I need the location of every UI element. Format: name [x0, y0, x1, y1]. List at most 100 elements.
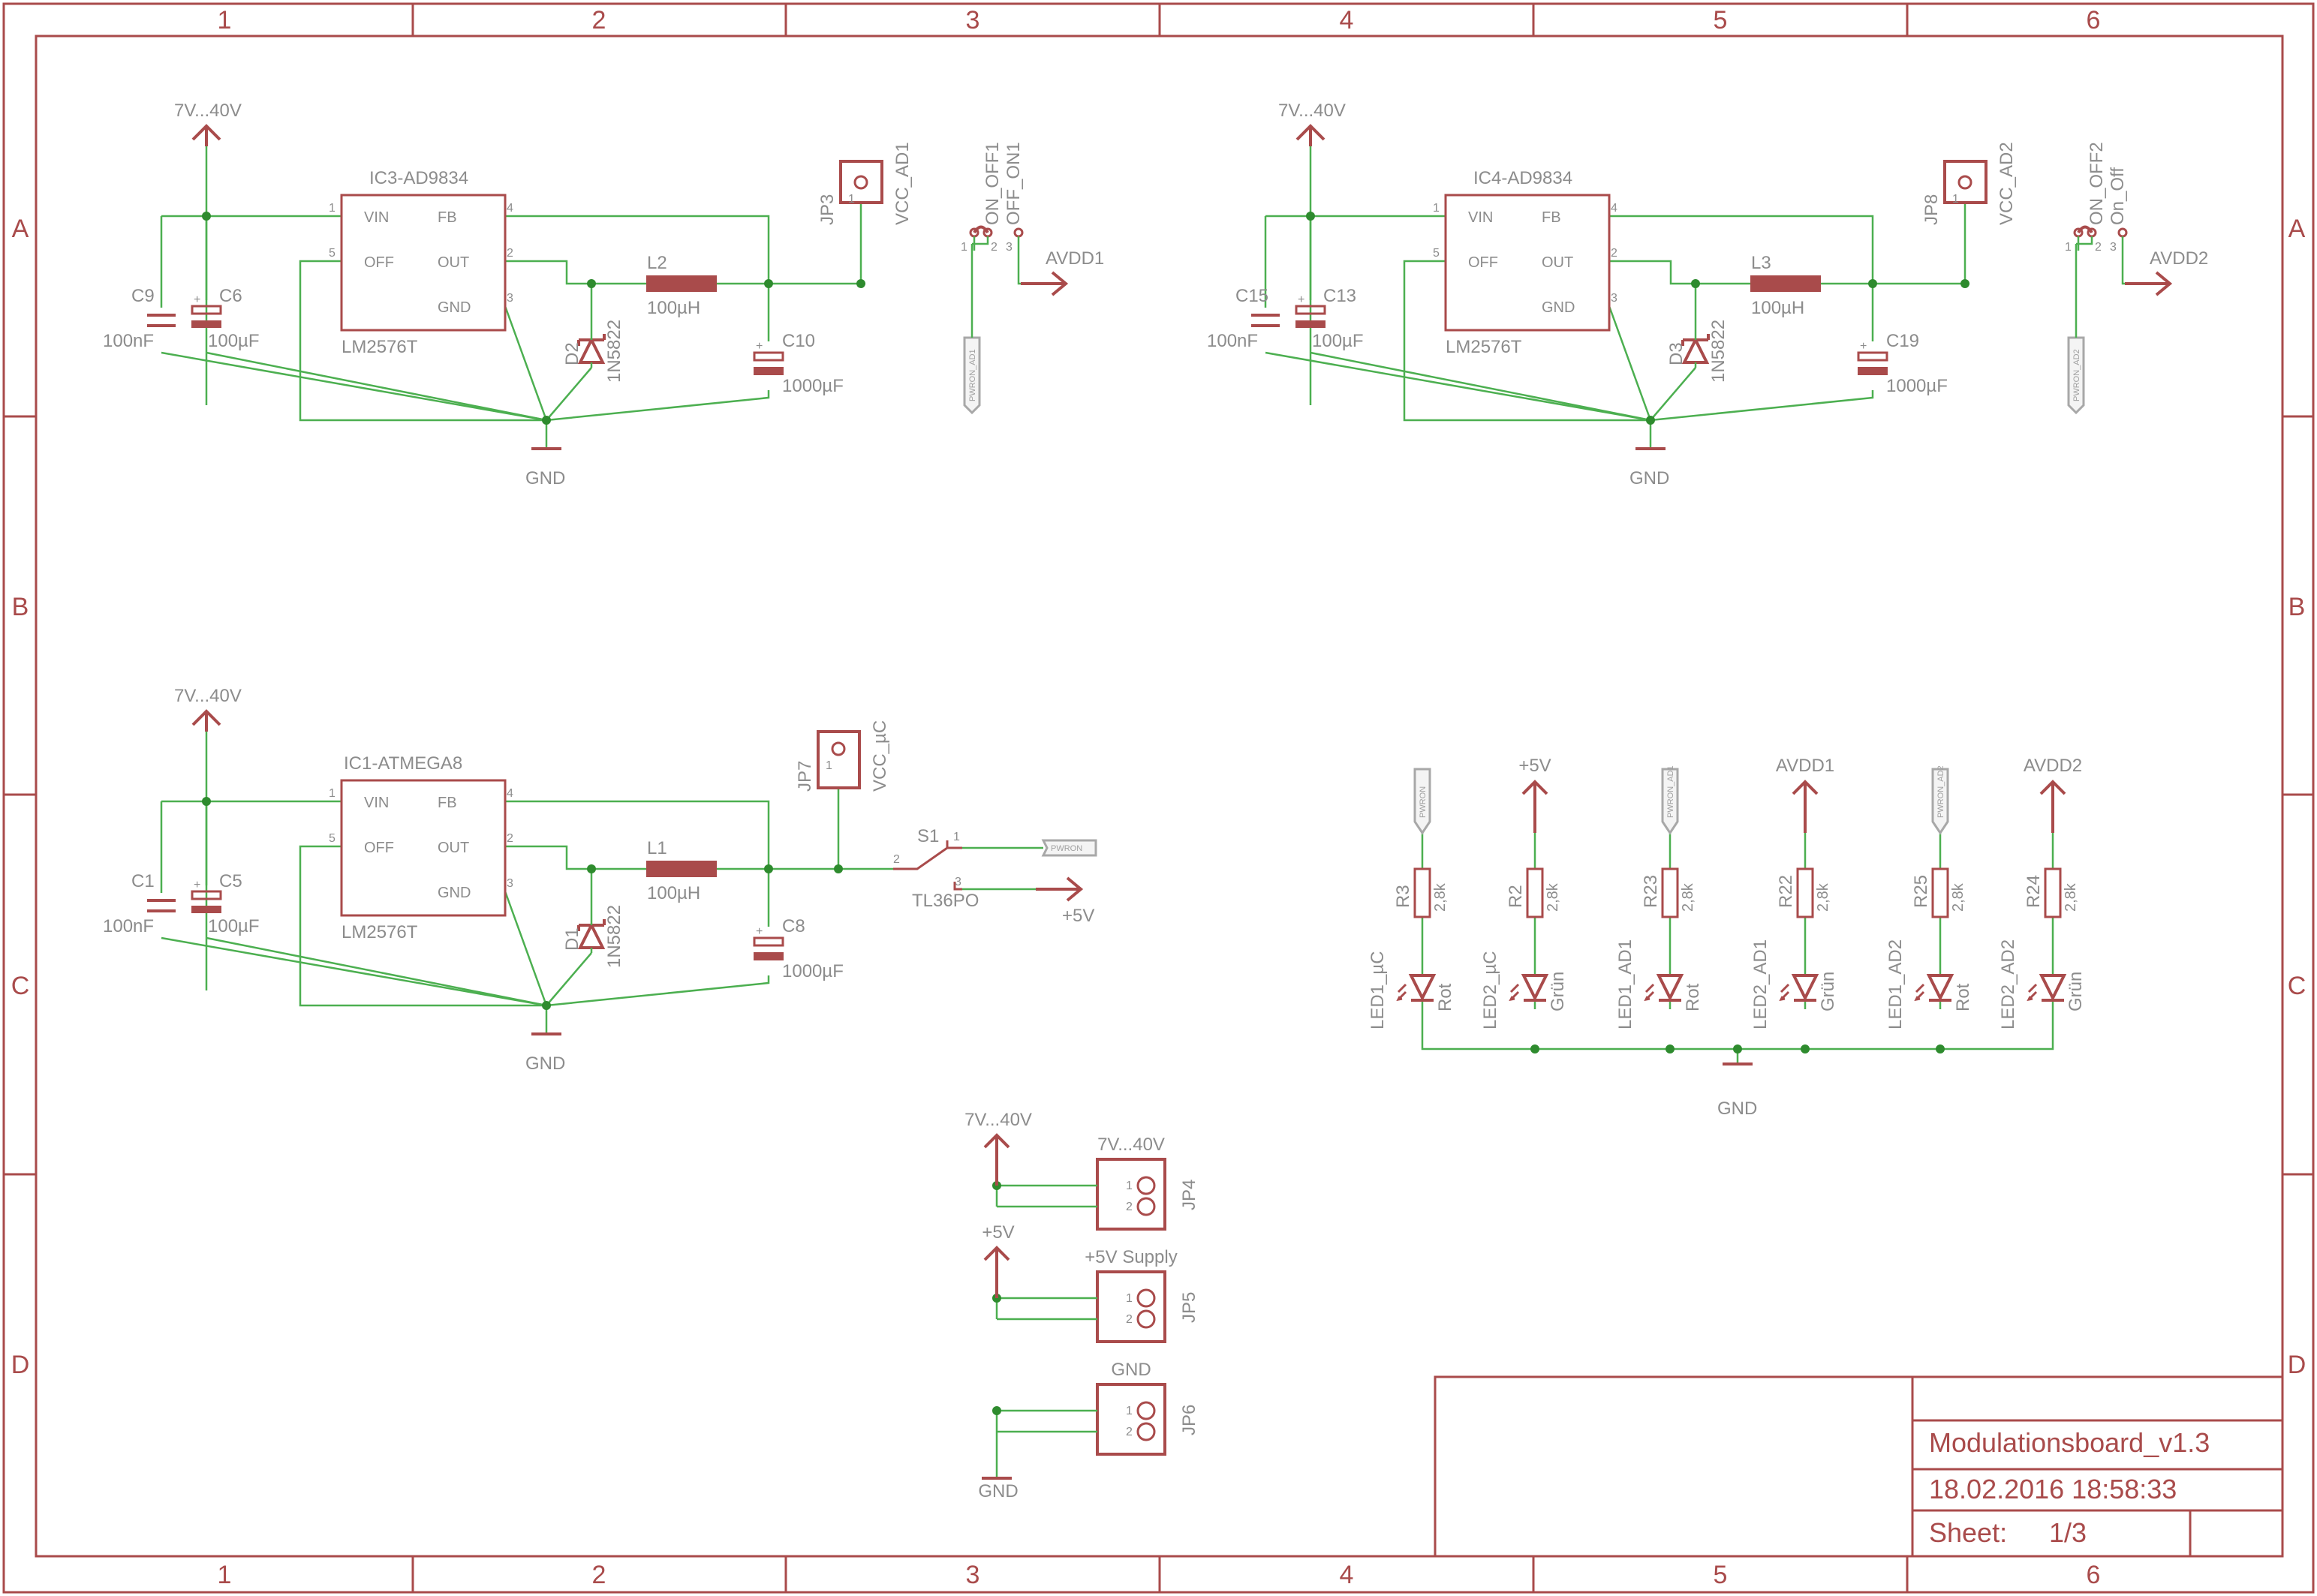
led-name: LED1_µC	[1368, 951, 1388, 1029]
pin-number: 1	[1126, 1292, 1133, 1305]
pin-number: 1	[329, 202, 336, 215]
inductor	[646, 275, 717, 292]
electrolytic-capacitor: +	[191, 879, 222, 913]
pin-number: 5	[1433, 247, 1440, 260]
grid-col-2-top: 2	[592, 6, 606, 35]
wires	[160, 732, 1081, 1034]
switch-value: TL36PO	[912, 891, 979, 911]
pin-number: 3	[1006, 241, 1013, 254]
grid-row-a-left: A	[12, 215, 29, 243]
pin-off: OFF	[1468, 254, 1498, 271]
connector-body	[1096, 1158, 1166, 1231]
cap-small-name: C15	[1235, 286, 1268, 306]
testpoint-pad	[831, 741, 846, 756]
supply-arrow-icon	[1792, 780, 1819, 833]
led-name: LED1_AD2	[1885, 939, 1906, 1029]
pin-out: OUT	[1542, 254, 1573, 271]
pin-number: 1	[826, 759, 832, 772]
resistor	[1526, 867, 1544, 918]
gnd-label: GND	[525, 468, 565, 488]
pin-pad	[1136, 1176, 1156, 1195]
grid-row-d-left: D	[11, 1351, 30, 1379]
ic-name: IC4-AD9834	[1473, 168, 1572, 188]
testpoint-net: VCC_AD2	[1997, 142, 2017, 225]
cap-bulk-value: 100µF	[1312, 331, 1364, 351]
grid-row-b-left: B	[12, 593, 29, 621]
connector-label: 7V...40V	[1097, 1135, 1165, 1155]
net-tag: PWRON	[1041, 839, 1097, 857]
cap-bulk-value: 100µF	[208, 916, 260, 936]
gnd-label: GND	[1717, 1099, 1757, 1119]
light-emission-icon	[1396, 983, 1407, 1002]
pin-pad	[1136, 1288, 1156, 1308]
output-label: AVDD2	[2150, 248, 2208, 269]
svg-text:+: +	[1860, 340, 1867, 353]
diode-value: 1N5822	[1708, 320, 1729, 383]
net-tag: PWRON_AD2	[2067, 330, 2085, 415]
resistor-value: 2,8k	[1545, 882, 1561, 912]
led-name: LED2_AD1	[1750, 939, 1771, 1029]
pin-number: 4	[1611, 202, 1617, 215]
grid-row-c-right: C	[2288, 972, 2306, 1000]
connector-body	[1096, 1270, 1166, 1343]
ic-value: LM2576T	[1446, 337, 1522, 357]
testpoint-net: VCC_µC	[870, 720, 890, 792]
testpoint-box	[839, 160, 883, 204]
cap-out-value: 1000µF	[1886, 376, 1948, 396]
light-emission-icon	[2027, 983, 2038, 1002]
regulator-block-ad2: 7V...40V IC4-AD9834 LM2576T VIN OFF FB O…	[1207, 101, 2208, 488]
led-color: Rot	[1435, 983, 1455, 1011]
regulator-ic	[340, 779, 507, 917]
pin-out: OUT	[438, 254, 469, 271]
diode-name: D1	[562, 927, 582, 951]
svg-text:+: +	[194, 293, 200, 306]
pin-gnd: GND	[438, 885, 471, 901]
output-label: AVDD1	[1046, 248, 1104, 269]
resistor-value: 2,8k	[1815, 882, 1831, 912]
grid-col-4-top: 4	[1340, 6, 1354, 35]
power-switch	[893, 840, 962, 891]
net-tag-label: PWRON_AD1	[1666, 765, 1675, 818]
led-color: Grün	[1548, 972, 1568, 1011]
pin-number: 2	[507, 832, 513, 845]
grid-col-3-top: 3	[966, 6, 980, 35]
svg-text:+: +	[1298, 293, 1304, 306]
resistor-name: R2	[1506, 885, 1526, 908]
solder-jumper	[2073, 225, 2128, 251]
grid-col-5-bottom: 5	[1714, 1561, 1728, 1589]
cap-small-value: 100nF	[1207, 331, 1258, 351]
pin-number: 1	[1433, 202, 1440, 215]
grid-col-6-bottom: 6	[2087, 1561, 2101, 1589]
supply-label: AVDD2	[2024, 756, 2082, 776]
pin-number: 3	[955, 876, 961, 888]
pin-number: 1	[1952, 193, 1959, 206]
testpoint-pad	[1957, 175, 1972, 190]
connector-name: JP6	[1179, 1405, 1199, 1435]
switch-name: S1	[917, 826, 939, 846]
light-emission-icon	[1644, 983, 1655, 1002]
led-icon	[1408, 974, 1437, 1002]
resistor-value: 2,8k	[1680, 882, 1696, 912]
testpoint-net: VCC_AD1	[892, 142, 913, 225]
pin-number: 2	[1126, 1201, 1133, 1213]
net-tag-label: PWRON	[1419, 786, 1428, 818]
led-name: LED2_µC	[1480, 951, 1500, 1029]
ic-value: LM2576T	[342, 337, 418, 357]
pin-pad	[1136, 1422, 1156, 1441]
resistor-value: 2,8k	[1432, 882, 1449, 912]
supply-label: 7V...40V	[1278, 101, 1346, 121]
grid-row-a-right: A	[2288, 215, 2306, 243]
inductor-value: 100µH	[647, 883, 700, 903]
resistor-name: R25	[1911, 875, 1931, 908]
pin-number: 3	[2110, 241, 2117, 254]
supply-label: +5V	[1518, 756, 1551, 776]
svg-text:+: +	[756, 340, 763, 353]
pin-number: 4	[507, 202, 513, 215]
grid-col-3-bottom: 3	[966, 1561, 980, 1589]
inductor	[646, 861, 717, 877]
pin-fb: FB	[438, 209, 457, 226]
net-tag-label: PWRON_AD2	[1936, 765, 1945, 818]
